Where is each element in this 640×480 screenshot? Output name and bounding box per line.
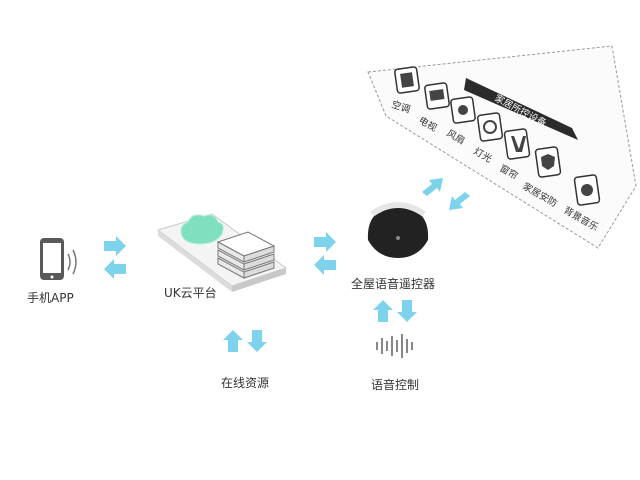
waveform-icon — [376, 334, 413, 358]
arrows-cloud-remote — [314, 232, 336, 275]
arrows-phone-cloud — [104, 236, 126, 279]
phone-app-label: 手机APP — [27, 291, 74, 305]
voice-control-label: 语音控制 — [371, 378, 420, 392]
cloud-platform-icon — [156, 213, 288, 292]
voice-remote-icon — [367, 202, 429, 258]
phone-icon — [40, 238, 77, 280]
arrows-remote-voice — [373, 300, 417, 322]
cloud-platform-label: UK云平台 — [164, 286, 217, 300]
devices-title-band — [464, 78, 578, 140]
voice-remote-label: 全屋语音遥控器 — [351, 277, 436, 291]
arrows-cloud-online — [223, 330, 267, 352]
server-stack-icon — [216, 231, 276, 279]
arrows-remote-devices — [422, 178, 470, 210]
online-resources-label: 在线资源 — [221, 376, 270, 390]
device-curtain: 窗帘 — [498, 128, 531, 182]
device-aircon: 空调 — [390, 66, 420, 116]
device-label-aircon: 空调 — [390, 98, 412, 115]
